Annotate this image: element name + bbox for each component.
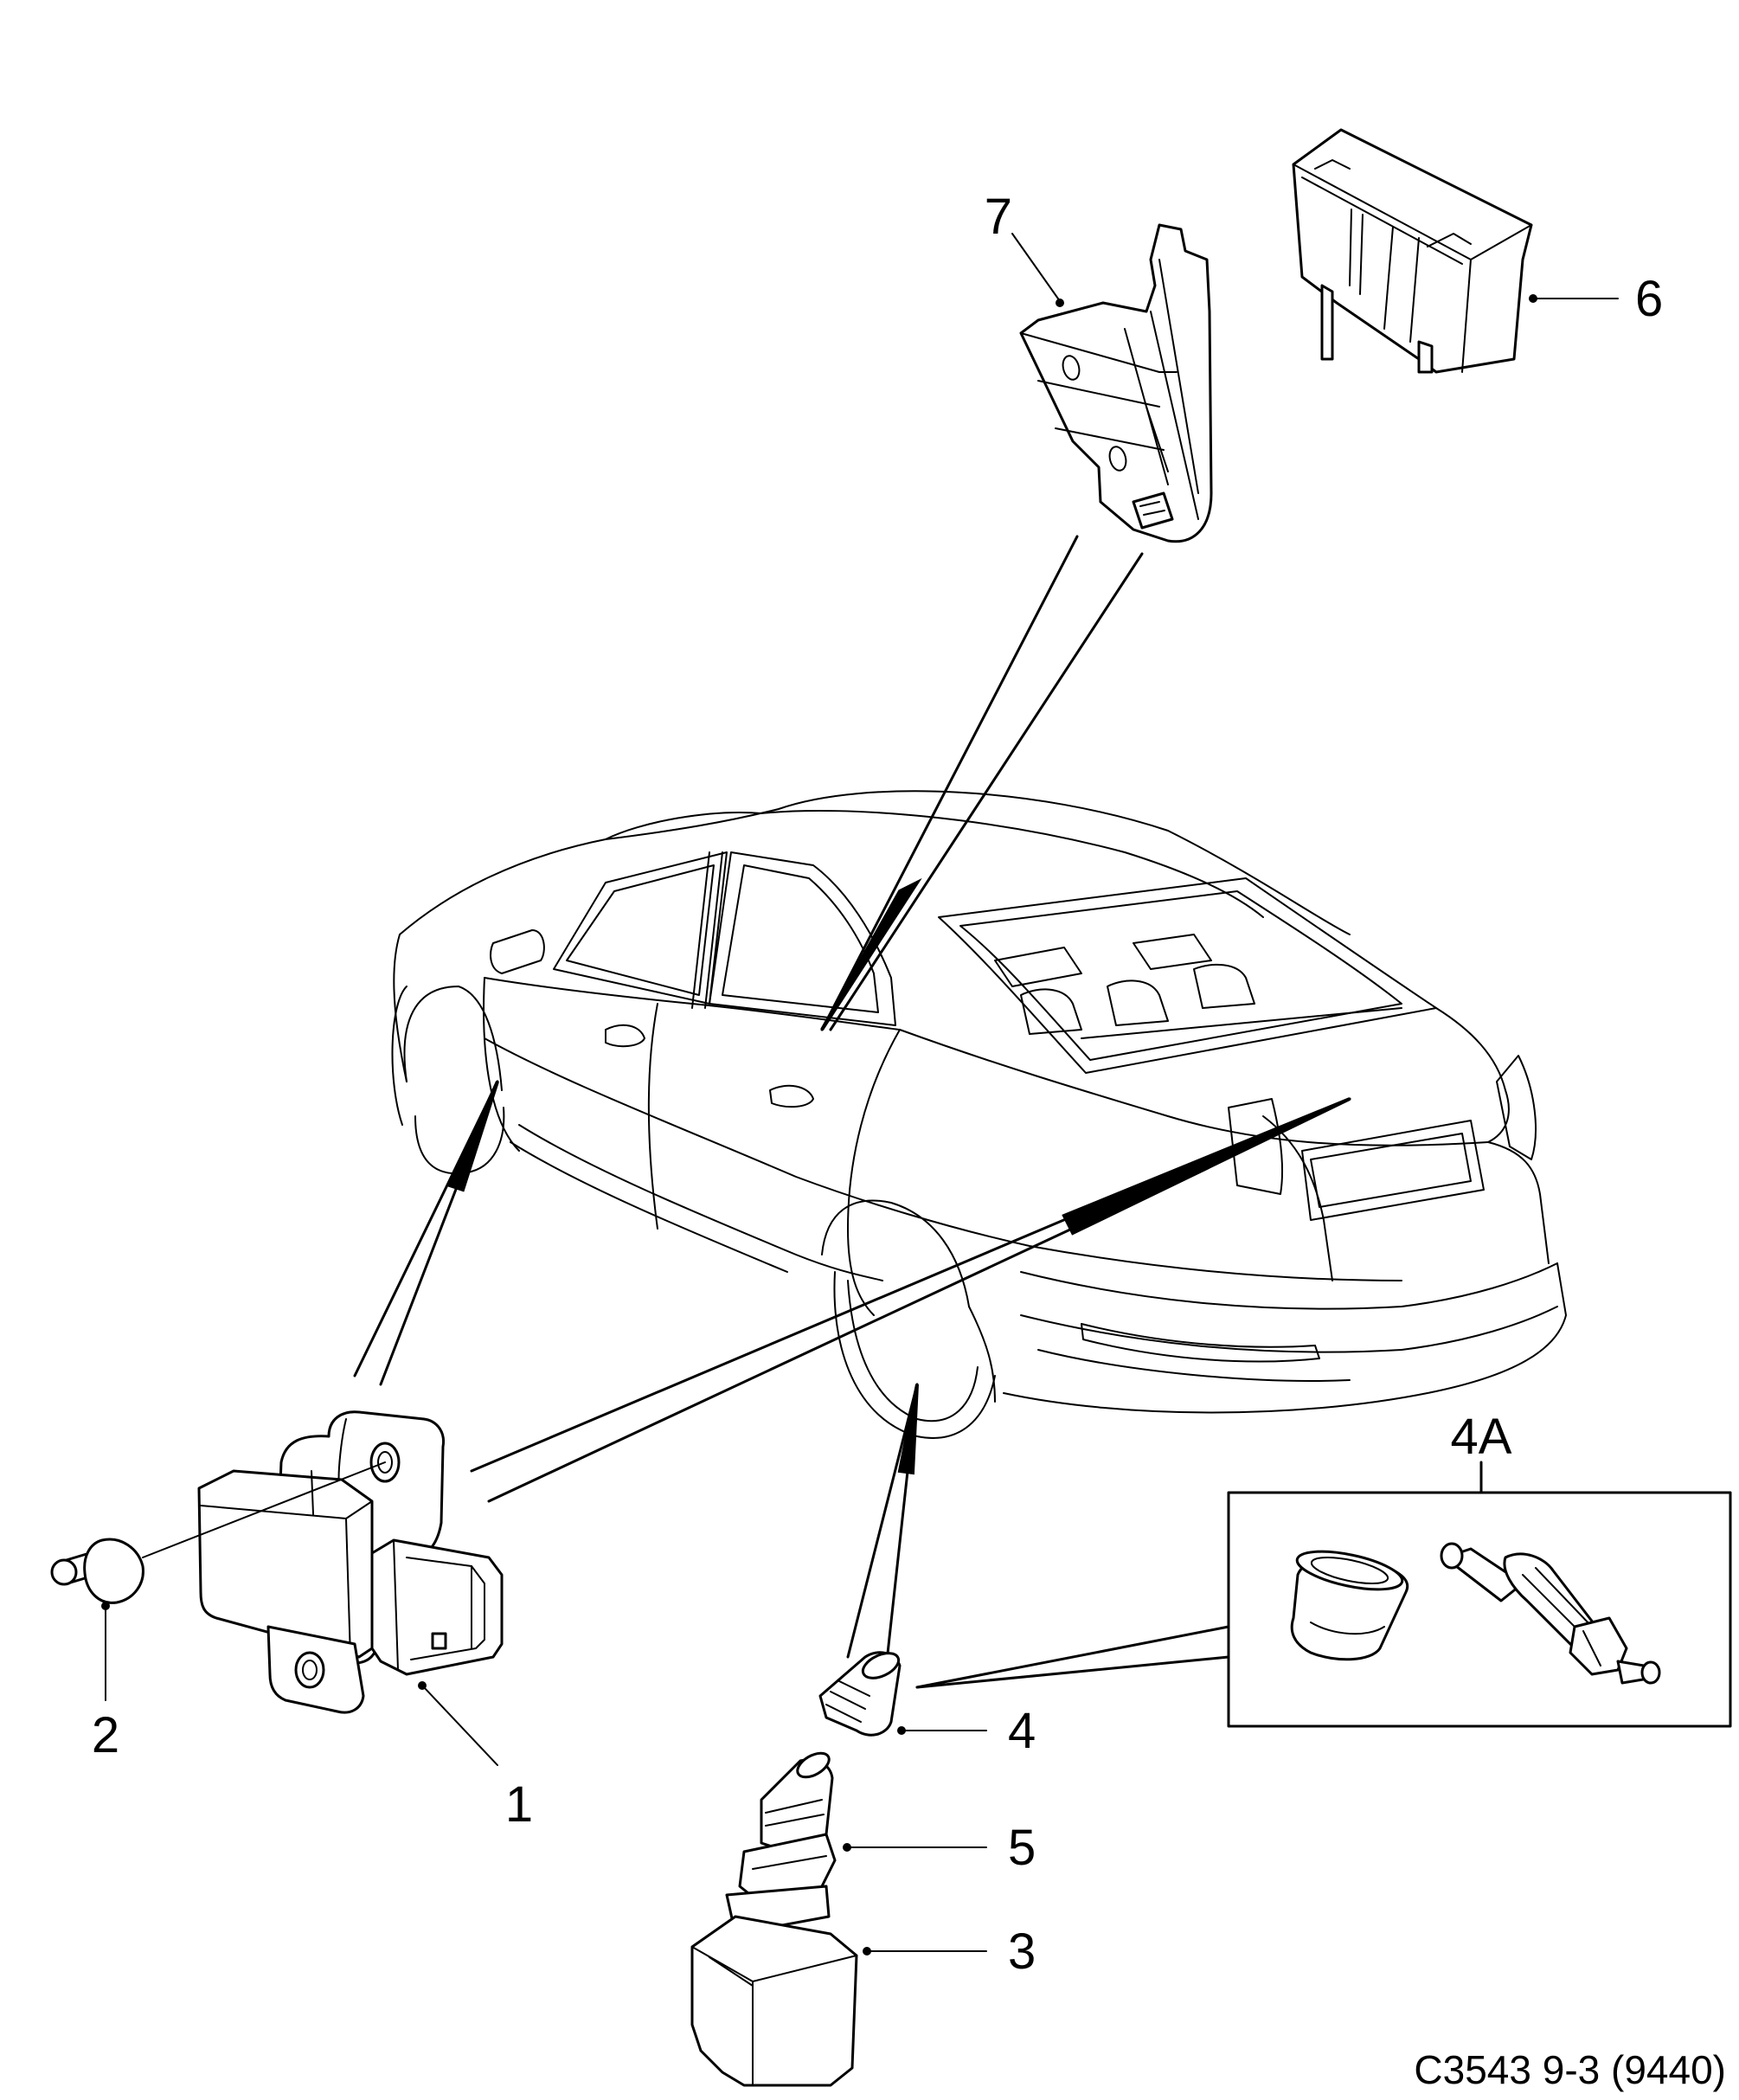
callout-7: 7 <box>985 189 1012 245</box>
part-3-tpms-sensor <box>690 1915 858 2087</box>
callout-1: 1 <box>505 1776 533 1833</box>
part-5-valve-stem <box>725 1751 837 1936</box>
part-2-screw <box>50 1461 386 1604</box>
part-6-control-module <box>1292 128 1533 374</box>
valve-ring <box>1290 1550 1409 1661</box>
part-7-bracket <box>1019 223 1213 543</box>
part-4-valve-cap <box>818 1651 902 1737</box>
callout-4A: 4A <box>1451 1409 1512 1465</box>
callout-2: 2 <box>92 1707 119 1763</box>
car-illustration <box>391 790 1567 1439</box>
part-1-receiver-module <box>197 1410 504 1714</box>
leader-wedges <box>353 535 1351 1689</box>
callout-3: 3 <box>1008 1923 1036 1980</box>
diagram-code: C3543 9-3 (9440) <box>1414 2047 1726 2092</box>
callout-6: 6 <box>1635 271 1663 327</box>
valve-core <box>1440 1542 1661 1685</box>
detail-box-4A <box>1227 1461 1732 1728</box>
callout-5: 5 <box>1008 1820 1036 1876</box>
callout-leaders <box>101 233 1619 1956</box>
callout-labels: 7 6 4A 2 1 4 5 3 C3543 9-3 (9440) <box>92 189 1726 2092</box>
callout-4: 4 <box>1008 1703 1036 1759</box>
